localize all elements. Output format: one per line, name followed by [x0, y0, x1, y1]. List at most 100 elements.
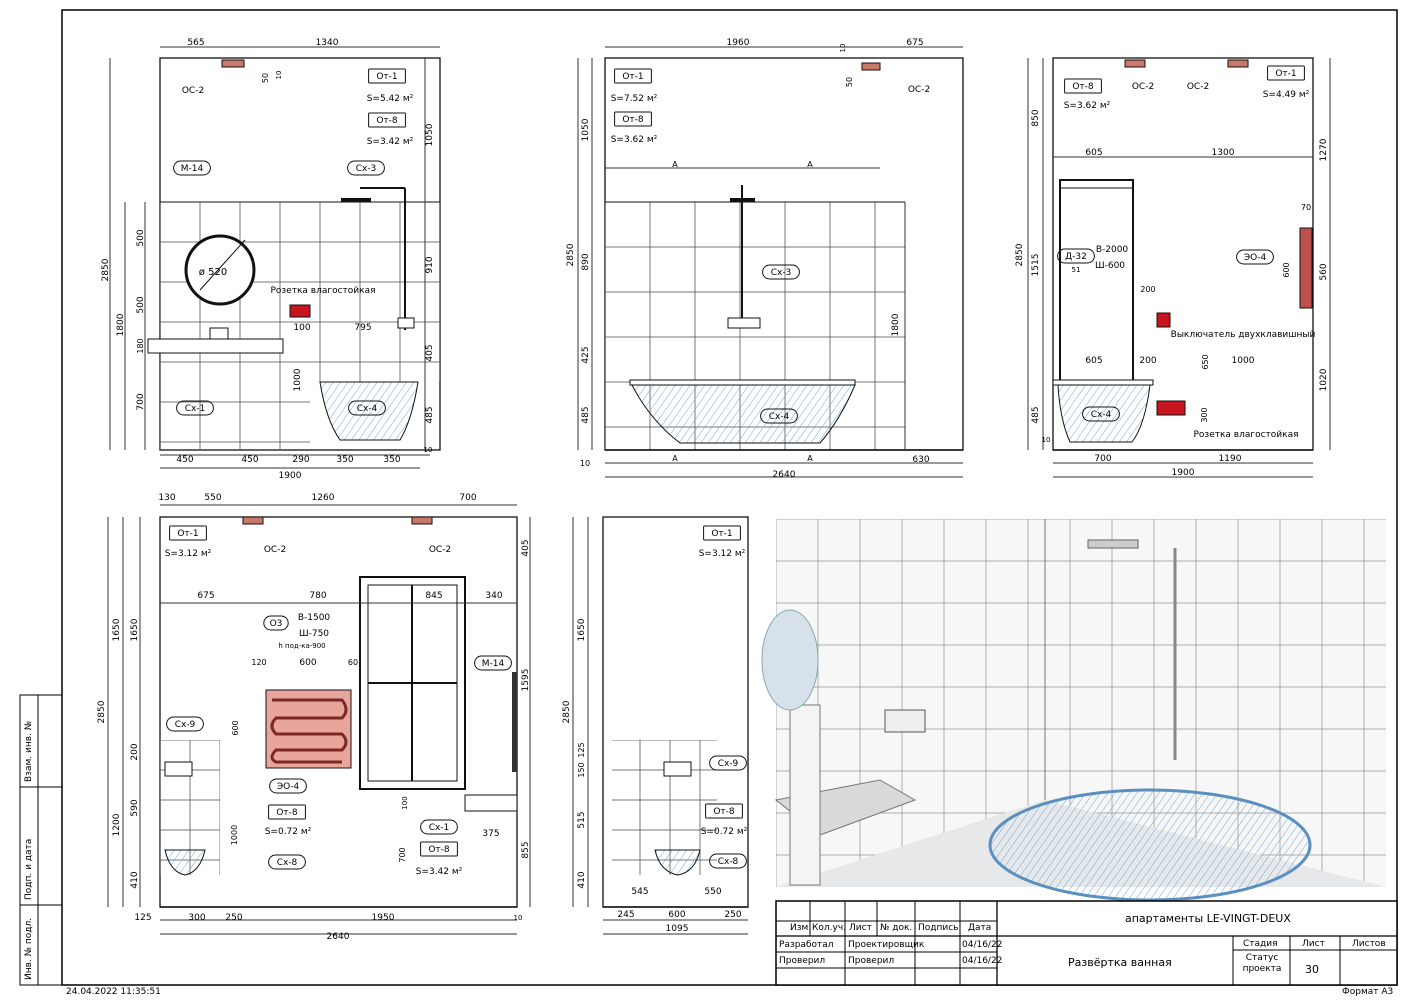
bathtub: [1057, 384, 1151, 443]
dimension-label: 2640: [773, 470, 796, 480]
tag-frame: [762, 264, 800, 280]
dimension-label: Сх-3: [356, 164, 377, 174]
dimension-label: 200: [1140, 285, 1155, 294]
tag-frame: [1267, 65, 1305, 81]
stamp-date-1: 04/16/22: [962, 940, 1003, 950]
elevation-1: [109, 46, 441, 469]
dimension-label: В-2000: [1096, 245, 1129, 255]
dimension-label: Сх-4: [1091, 410, 1112, 420]
washbasin-counter: [147, 338, 284, 354]
side-stamp-frame: [19, 694, 63, 986]
dimension-label: 1095: [666, 924, 689, 934]
dimension-label: 1950: [372, 913, 395, 923]
dimension-label: 700: [136, 393, 146, 410]
title-block-grid: [775, 900, 1398, 986]
stamp-date-2: 04/16/22: [962, 956, 1003, 966]
dimension-label: Выключатель двухклавишный: [1171, 330, 1316, 340]
dimension-label: 100: [293, 323, 310, 333]
dimension-label: 850: [1031, 109, 1041, 126]
tag-frame: [347, 160, 385, 176]
dimension-label: От-8: [376, 116, 398, 126]
dimension-label: 1650: [577, 618, 587, 641]
dimension-label: 1960: [727, 38, 750, 48]
dimension-label: 650: [1201, 354, 1210, 369]
stamp-header-izm: Изм.: [790, 923, 812, 933]
dimension-label: S=3.62 м²: [611, 135, 658, 145]
tag-frame: [1236, 249, 1274, 265]
dimension-label: 795: [354, 323, 371, 333]
tag-frame: [269, 778, 307, 794]
tag-frame: [268, 854, 306, 870]
tag-frame: [368, 68, 406, 84]
socket: [289, 304, 311, 318]
dimension-label: 290: [292, 455, 309, 465]
tag-frame: [474, 655, 512, 671]
tag-frame: [705, 803, 743, 819]
bathtub: [319, 381, 419, 441]
dimension-label: h под-ка-900: [278, 642, 325, 650]
tag-frame: [368, 112, 406, 128]
dimension-label: 125: [577, 742, 586, 757]
dimension-label: От-8: [622, 115, 644, 125]
dimension-label: Сх-9: [175, 720, 196, 730]
dimension-label: ОС-2: [182, 86, 204, 96]
dimension-label: S=3.42 м²: [416, 867, 463, 877]
dimension-label: Сх-1: [185, 404, 206, 414]
tag-frame: [760, 408, 798, 424]
dimension-label: 2850: [566, 243, 576, 266]
dimension-label: Д-32: [1065, 252, 1087, 262]
dimension-label: ОС-2: [1187, 82, 1209, 92]
dimension-label: 150: [577, 762, 586, 777]
dimension-label: От-8: [428, 845, 450, 855]
tag-frame: [703, 525, 741, 541]
dimension-label: Розетка влагостойкая: [270, 286, 375, 296]
dimension-label: 10: [839, 44, 847, 53]
dimension-label: 450: [241, 455, 258, 465]
stamp-name-1: Проектировщик: [848, 940, 925, 950]
dimension-label: ОС-2: [908, 85, 930, 95]
dimension-label: Сх-4: [357, 404, 378, 414]
socket: [1156, 400, 1186, 416]
door-d32: [1059, 179, 1134, 383]
dimension-label: 300: [188, 913, 205, 923]
render-3d-view: [761, 519, 1386, 902]
dimension-label: 600: [668, 910, 685, 920]
dimension-label: 1300: [1212, 148, 1235, 158]
dimension-label: 675: [906, 38, 923, 48]
dimension-label: 630: [912, 455, 929, 465]
dimension-label: 340: [485, 591, 502, 601]
status-label: Статус проекта: [1242, 953, 1282, 974]
dimension-label: 1800: [891, 313, 901, 336]
project-name: апартаменты LE-VINGT-DEUX: [1125, 912, 1291, 925]
dimension-label: 515: [577, 811, 587, 828]
dimension-label: 780: [309, 591, 326, 601]
dimension-label: 605: [1085, 356, 1102, 366]
dimension-label: 1020: [1319, 368, 1329, 391]
dimension-label: 1800: [116, 313, 126, 336]
tag-frame: [173, 160, 211, 176]
tag-frame: [169, 525, 207, 541]
dimension-label: От-1: [711, 529, 732, 539]
stamp-role-2: Проверил: [779, 956, 826, 966]
dimension-label: 1000: [293, 368, 303, 391]
stamp-header-date: Дата: [968, 923, 992, 933]
dimension-label: 245: [617, 910, 634, 920]
side-label-sign: Подп. и дата: [24, 838, 34, 900]
dimension-label: 700: [1094, 454, 1111, 464]
dimension-label: S=4.49 м²: [1263, 90, 1310, 100]
dimension-label: 2640: [327, 932, 350, 942]
dimension-label: Ш-600: [1095, 261, 1125, 271]
tag-frame: [1082, 406, 1120, 422]
dimension-label: 10: [514, 914, 523, 922]
dimension-label: От-8: [276, 808, 298, 818]
dimension-label: Сх-3: [771, 268, 792, 278]
dimension-label: 1900: [1172, 468, 1195, 478]
dimension-label: 425: [581, 346, 591, 363]
tag-frame: [709, 853, 747, 869]
dimension-label: 350: [336, 455, 353, 465]
dimension-label: Сх-8: [277, 858, 298, 868]
dimension-label: 1200: [112, 813, 122, 836]
dimension-label: 910: [425, 256, 435, 273]
dimension-label: ЭО-4: [277, 782, 300, 792]
